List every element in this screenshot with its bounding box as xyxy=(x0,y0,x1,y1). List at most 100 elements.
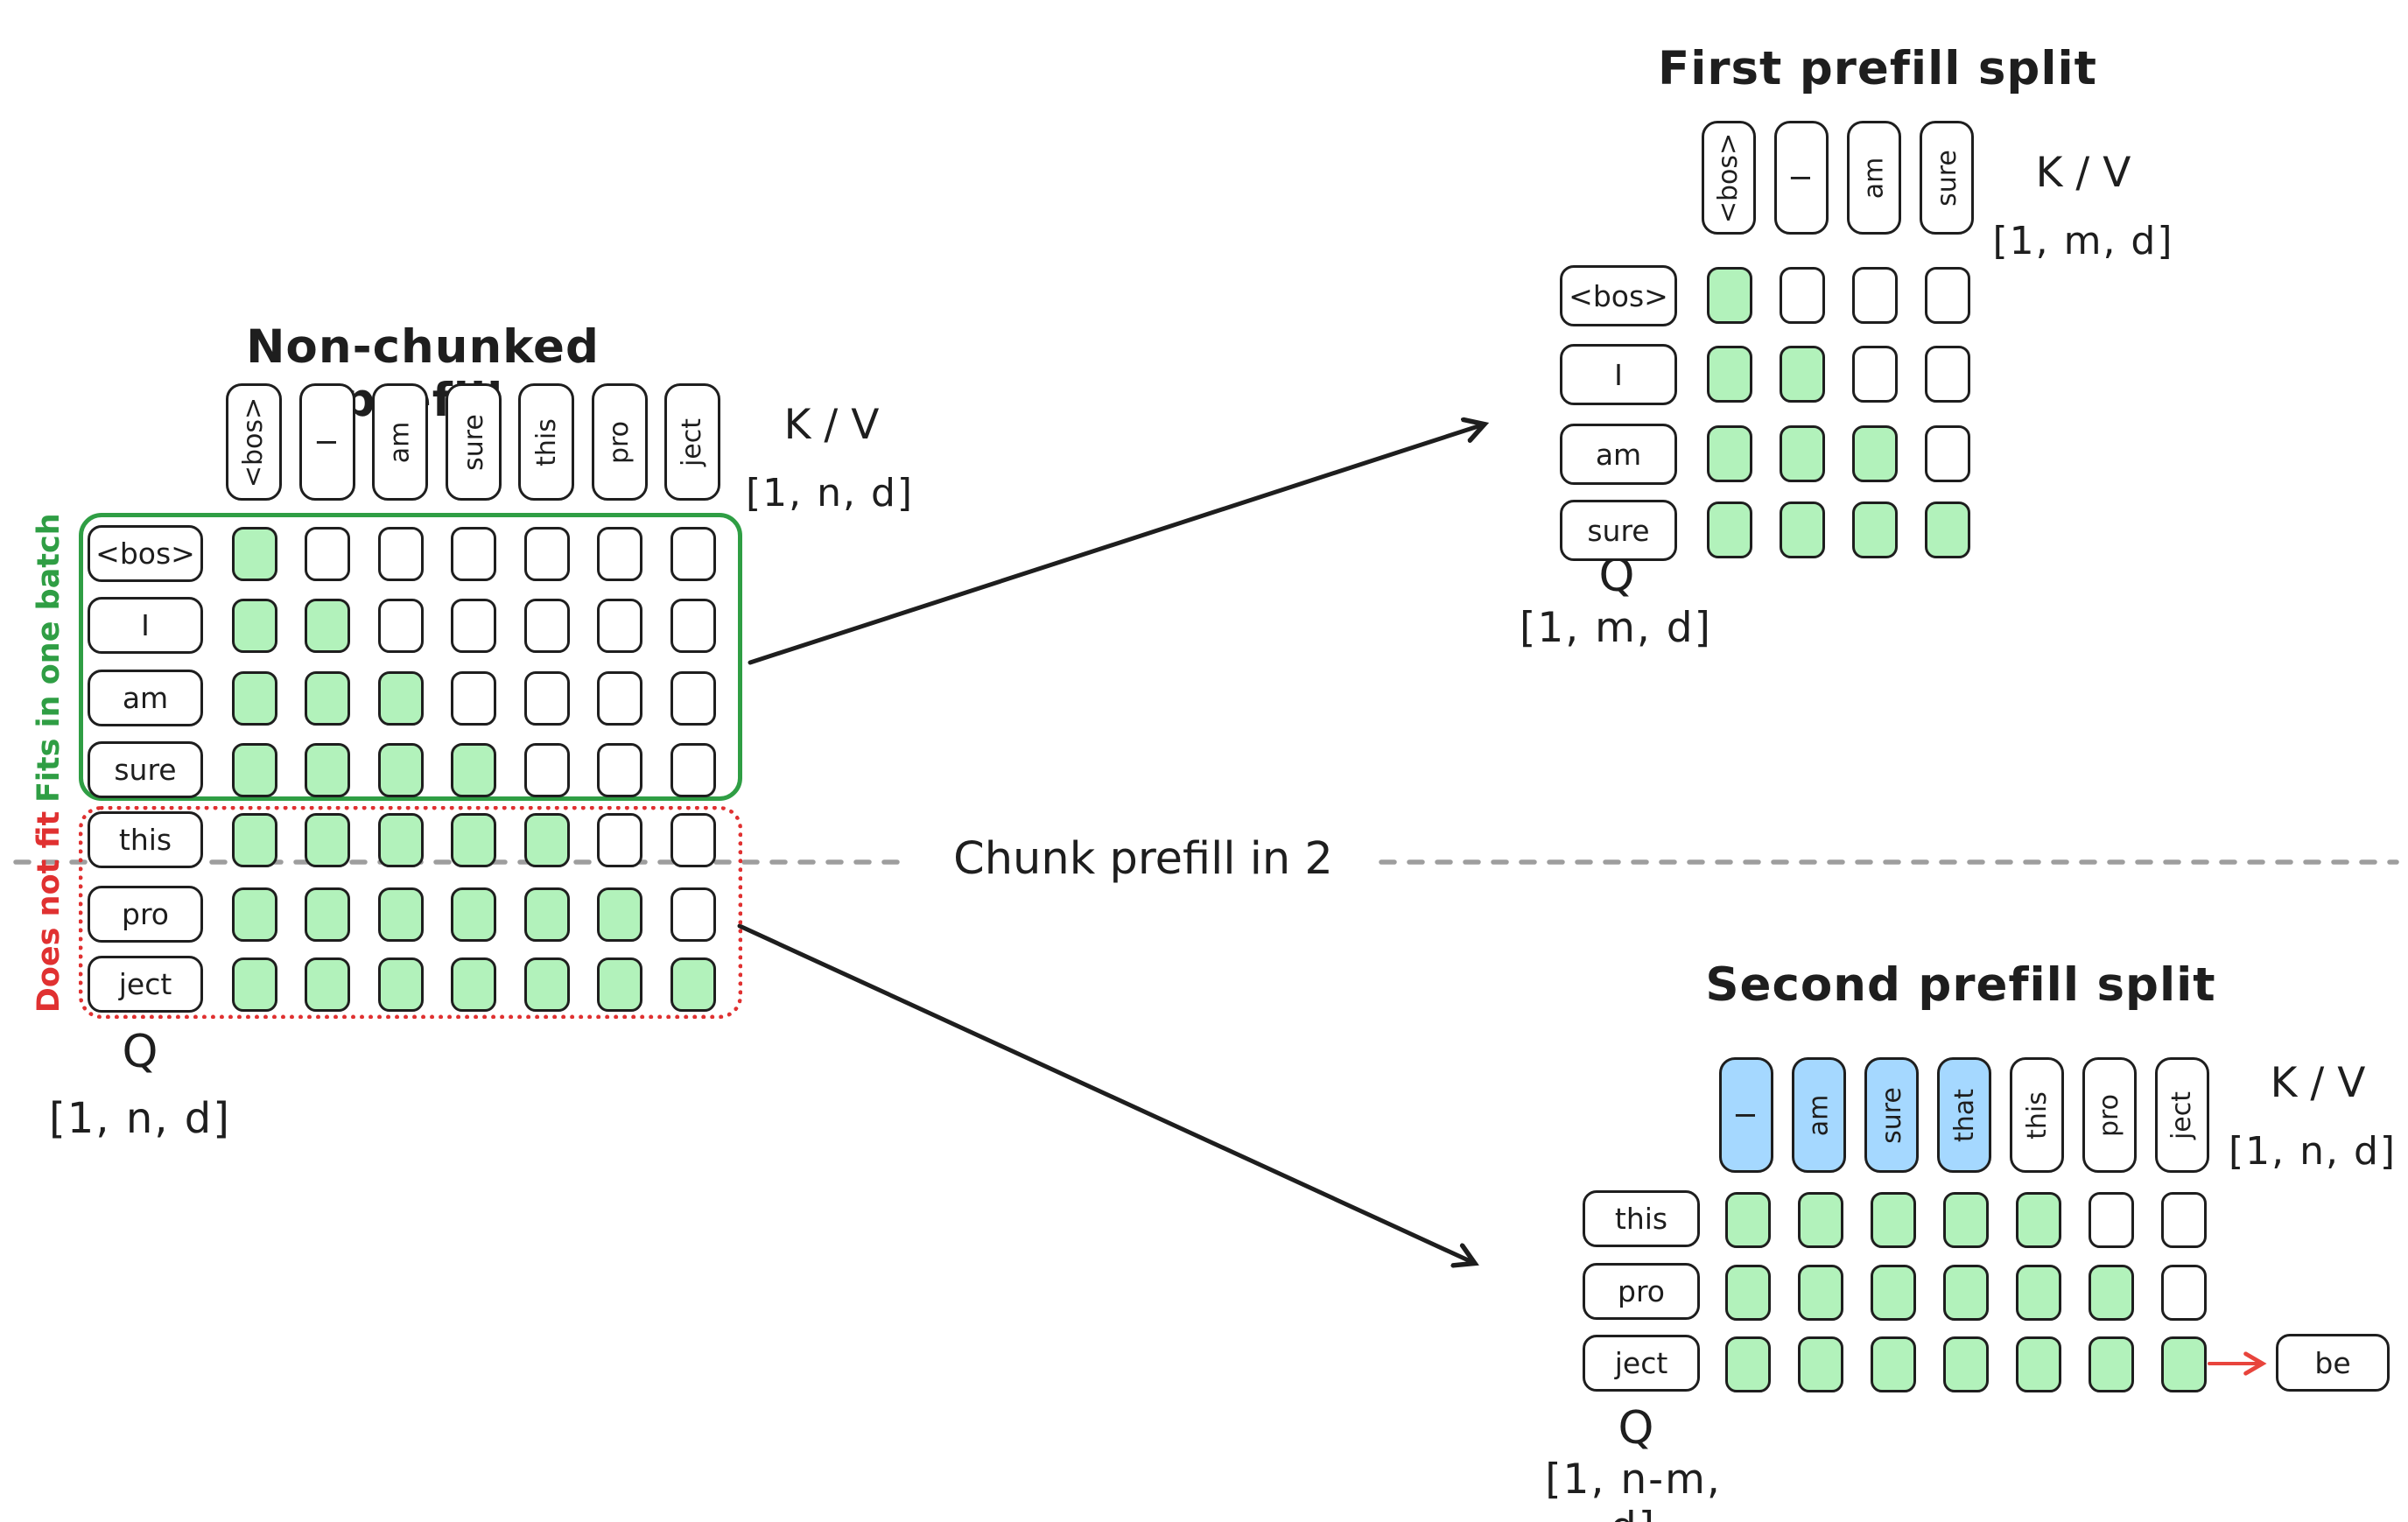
q-token-label: I xyxy=(141,608,150,642)
kv-token: sure xyxy=(446,383,502,501)
kv-token-label: I xyxy=(1786,173,1817,182)
kv-token: ject xyxy=(664,383,720,501)
kv-token-label: pro xyxy=(2094,1093,2125,1137)
mask-cell xyxy=(1925,267,1970,324)
kv-token: pro xyxy=(592,383,648,501)
mask-cell xyxy=(2016,1192,2061,1248)
mask-cell xyxy=(451,813,496,867)
q-token-label: <bos> xyxy=(1569,278,1668,313)
mask-cell xyxy=(232,887,277,942)
kv-token: I xyxy=(1774,121,1829,235)
mask-cell xyxy=(1780,267,1825,324)
mask-cell xyxy=(1943,1336,1989,1392)
mask-cell xyxy=(1798,1192,1843,1248)
q-label: Q xyxy=(1618,1402,1654,1455)
q-token: ject xyxy=(1583,1335,1700,1392)
mask-cell xyxy=(597,813,642,867)
kv-token: <bos> xyxy=(1702,121,1756,235)
mask-cell xyxy=(524,599,570,653)
mask-cell xyxy=(305,957,350,1012)
mask-cell xyxy=(597,599,642,653)
q-token: ject xyxy=(88,956,203,1013)
kv-token-label: this xyxy=(2021,1091,2053,1140)
arrow-to-first-split xyxy=(748,424,1484,665)
mask-cell xyxy=(2161,1192,2207,1248)
mask-cell xyxy=(1780,425,1825,482)
q-token-label: <bos> xyxy=(95,537,195,571)
divider-label: Chunk prefill in 2 xyxy=(953,833,1333,885)
mask-cell xyxy=(670,671,716,726)
kv-token-label: <bos> xyxy=(1713,132,1745,223)
mask-cell xyxy=(1925,425,1970,482)
mask-cell xyxy=(1707,425,1752,482)
mask-cell xyxy=(2016,1265,2061,1321)
kv-shape: [1, m, d] xyxy=(1992,219,2174,263)
kv-token-label: am xyxy=(384,421,416,463)
kv-token-label: this xyxy=(530,417,562,466)
q-shape: [1, n-m, d] xyxy=(1545,1455,1722,1522)
mask-cell xyxy=(1725,1265,1771,1321)
first-split-title: First prefill split xyxy=(1657,42,2098,95)
mask-cell xyxy=(1871,1192,1916,1248)
next-token-label: be xyxy=(2314,1345,2351,1380)
mask-cell xyxy=(1798,1265,1843,1321)
kv-token: pro xyxy=(2082,1057,2137,1173)
q-token-label: am xyxy=(122,681,169,715)
mask-cell xyxy=(1943,1192,1989,1248)
kv-token: I xyxy=(1719,1057,1773,1173)
mask-cell xyxy=(597,743,642,797)
q-token-label: am xyxy=(1595,437,1642,472)
mask-cell xyxy=(232,743,277,797)
mask-cell xyxy=(670,527,716,581)
kv-token: sure xyxy=(1920,121,1974,235)
kv-token: am xyxy=(1847,121,1901,235)
kv-token-label: ject xyxy=(2166,1091,2198,1140)
mask-cell xyxy=(2089,1265,2134,1321)
mask-cell xyxy=(232,813,277,867)
mask-cell xyxy=(2016,1336,2061,1392)
q-token: sure xyxy=(88,741,203,798)
mask-cell xyxy=(378,813,424,867)
mask-cell xyxy=(451,527,496,581)
kv-label: K / V xyxy=(2035,149,2131,197)
mask-cell xyxy=(378,743,424,797)
q-token-label: this xyxy=(1614,1202,1668,1236)
kv-shape: [1, n, d] xyxy=(2228,1129,2397,1174)
mask-cell xyxy=(524,527,570,581)
kv-token-label: am xyxy=(1858,157,1890,199)
mask-cell xyxy=(597,527,642,581)
mask-cell xyxy=(1707,346,1752,403)
kv-token: this xyxy=(2010,1057,2064,1173)
q-token-label: sure xyxy=(114,753,177,787)
kv-token: this xyxy=(518,383,574,501)
q-token: I xyxy=(88,597,203,654)
mask-cell xyxy=(1798,1336,1843,1392)
q-token: pro xyxy=(88,886,203,943)
q-token: this xyxy=(88,811,203,868)
mask-cell xyxy=(378,671,424,726)
mask-cell xyxy=(1707,267,1752,324)
q-token: <bos> xyxy=(1560,265,1677,326)
kv-token: that xyxy=(1937,1057,1991,1173)
kv-token: am xyxy=(1792,1057,1846,1173)
q-token-label: this xyxy=(118,823,172,857)
mask-cell xyxy=(451,599,496,653)
mask-cell xyxy=(1852,346,1898,403)
mask-cell xyxy=(597,887,642,942)
mask-cell xyxy=(1871,1265,1916,1321)
mask-cell xyxy=(232,527,277,581)
mask-cell xyxy=(305,527,350,581)
kv-token-label: I xyxy=(1731,1111,1762,1119)
mask-cell xyxy=(670,887,716,942)
q-shape: [1, m, d] xyxy=(1520,604,1712,652)
arrow-to-second-split xyxy=(737,923,1474,1263)
mask-cell xyxy=(524,743,570,797)
mask-cell xyxy=(451,743,496,797)
mask-cell xyxy=(451,957,496,1012)
mask-cell xyxy=(305,887,350,942)
mask-cell xyxy=(305,743,350,797)
mask-cell xyxy=(524,887,570,942)
mask-cell xyxy=(2089,1336,2134,1392)
fits-group-outline xyxy=(79,513,742,801)
